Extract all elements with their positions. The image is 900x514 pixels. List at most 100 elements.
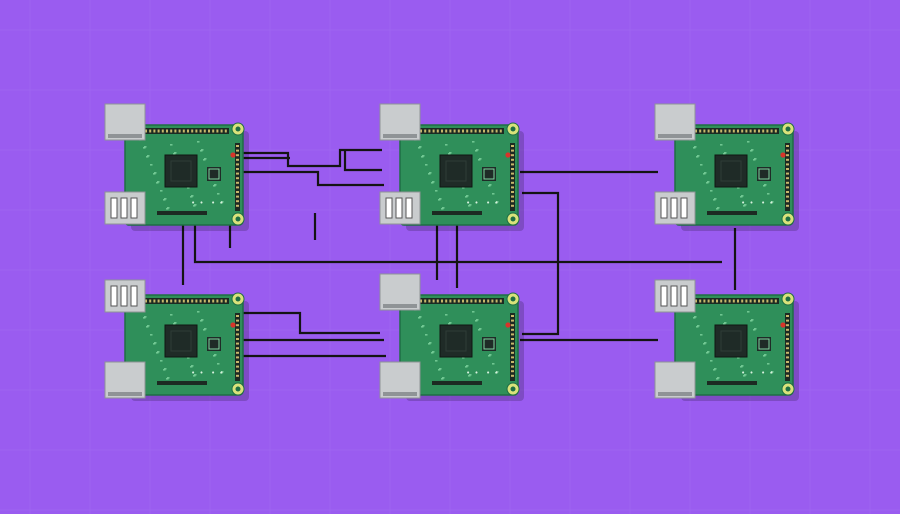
pcb-trace — [421, 326, 424, 328]
small-chip — [207, 337, 221, 351]
pcb-trace — [163, 199, 166, 201]
silk-label: • • — [466, 199, 479, 207]
pcb-trace — [489, 184, 492, 186]
pcb-trace — [160, 190, 163, 192]
pcb-trace — [496, 371, 499, 373]
pcb-trace — [429, 342, 432, 344]
pcb-trace — [448, 323, 451, 325]
pcb-trace — [429, 172, 432, 174]
pcb-trace — [157, 351, 160, 353]
usb-port-icon — [379, 191, 421, 225]
pcb-trace — [431, 182, 434, 184]
pcb-trace — [741, 195, 744, 197]
pcb-trace — [422, 155, 425, 157]
pcb-trace — [479, 328, 482, 330]
processor-chip-icon — [439, 154, 473, 188]
pcb-trace — [740, 196, 743, 198]
pcb-trace — [166, 208, 169, 210]
pcb-trace — [770, 372, 773, 374]
pcb-trace — [697, 325, 700, 327]
pcb-trace — [435, 190, 438, 192]
pin-header-bottom — [157, 211, 207, 215]
pin-header — [143, 128, 229, 134]
pcb-trace — [438, 369, 441, 371]
pcb-trace — [190, 196, 193, 198]
pcb-trace — [714, 368, 717, 370]
boards: • •• •• •• •• •• •• •• •• •• •• •• • — [104, 103, 799, 401]
ethernet-port-icon — [379, 273, 421, 311]
pcb-trace — [190, 366, 193, 368]
pcb-trace — [476, 319, 479, 321]
pin-header-bottom — [157, 381, 207, 385]
connection-wire — [236, 148, 382, 168]
processor-chip-icon — [714, 324, 748, 358]
pcb-trace — [750, 320, 753, 322]
pcb-trace — [197, 311, 200, 313]
pcb-trace — [771, 371, 774, 373]
pin-header — [693, 128, 779, 134]
pcb-trace — [465, 196, 468, 198]
silk-label: • • — [486, 369, 499, 377]
pcb-trace — [438, 199, 441, 201]
pcb-trace — [173, 323, 176, 325]
pcb-trace — [439, 198, 442, 200]
pcb-trace — [744, 204, 747, 206]
silk-label: • • — [761, 369, 774, 377]
pcb-trace — [147, 155, 150, 157]
pcb-trace — [489, 354, 492, 356]
pcb-trace — [771, 201, 774, 203]
status-led — [230, 152, 236, 158]
small-chip — [482, 337, 496, 351]
pcb-trace — [150, 164, 153, 166]
pcb-trace — [495, 372, 498, 374]
pcb-trace — [462, 187, 465, 189]
pcb-trace — [717, 377, 720, 379]
pcb-trace — [221, 201, 224, 203]
ethernet-port-icon — [104, 103, 146, 141]
pcb-trace — [418, 317, 421, 319]
pcb-trace — [144, 146, 147, 148]
status-led — [505, 322, 511, 328]
pcb-trace — [146, 156, 149, 158]
pcb-trace — [156, 182, 159, 184]
pcb-trace — [203, 329, 206, 331]
pin-header-bottom — [707, 381, 757, 385]
pcb-trace — [143, 317, 146, 319]
pcb-trace — [713, 199, 716, 201]
pcb-trace — [167, 207, 170, 209]
usb-port-icon — [104, 279, 146, 313]
pcb-trace — [700, 164, 703, 166]
pcb-trace — [153, 343, 156, 345]
pcb-trace — [478, 159, 481, 161]
pcb-trace — [422, 325, 425, 327]
board-bottom-left: • •• • — [104, 279, 249, 401]
pin-header-bottom — [432, 211, 482, 215]
pcb-trace — [723, 323, 726, 325]
pin-header-side — [235, 313, 240, 381]
small-chip — [207, 167, 221, 181]
pcb-trace — [737, 357, 740, 359]
pcb-trace — [146, 326, 149, 328]
ethernet-port-icon — [654, 361, 696, 399]
pin-header-bottom — [432, 381, 482, 385]
pcb-trace — [764, 354, 767, 356]
usb-port-icon — [104, 191, 146, 225]
pcb-trace — [201, 149, 204, 151]
pcb-trace — [441, 378, 444, 380]
pcb-trace — [432, 351, 435, 353]
pcb-trace — [693, 147, 696, 149]
pcb-trace — [431, 352, 434, 354]
silk-label: • • — [486, 199, 499, 207]
silk-label: • • — [211, 199, 224, 207]
wiring — [181, 148, 737, 358]
pin-header — [693, 298, 779, 304]
pcb-trace — [213, 185, 216, 187]
pcb-trace — [153, 173, 156, 175]
pcb-trace — [173, 153, 176, 155]
pcb-trace — [213, 355, 216, 357]
pcb-trace — [449, 322, 452, 324]
pcb-trace — [763, 355, 766, 357]
pcb-trace — [737, 187, 740, 189]
pin-header-side — [785, 313, 790, 381]
connection-wire — [343, 150, 382, 172]
